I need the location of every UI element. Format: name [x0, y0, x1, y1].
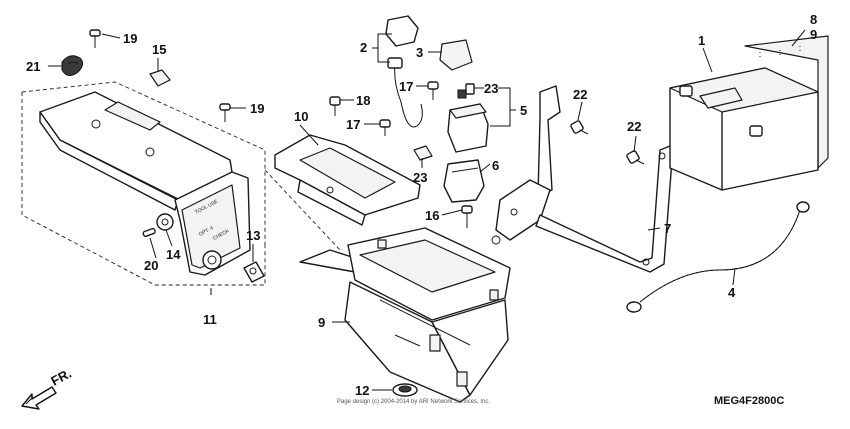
callout-6: 6: [492, 158, 499, 173]
leader-lines: [48, 29, 806, 391]
callout-10: 10: [294, 109, 308, 124]
callout-2: 2: [360, 40, 367, 55]
terminal-covers: [385, 15, 473, 128]
callout-5: 5: [520, 103, 527, 118]
battery-box: [299, 227, 511, 403]
tool-tray: [274, 134, 421, 226]
callout-18: 18: [356, 93, 370, 108]
arrow-icon: [21, 386, 57, 410]
bolt-18: [329, 96, 341, 116]
callout-23-top: 23: [484, 81, 498, 96]
bolt-22-mid: [626, 150, 645, 165]
callout-9-pad: 9: [810, 27, 817, 42]
screw-19-mid: [219, 103, 231, 122]
clip-15: [149, 69, 171, 87]
grommet-12: [392, 383, 418, 397]
cover-group-frame: [21, 81, 341, 286]
callout-23-bottom: 23: [413, 170, 427, 185]
knob-13: [243, 261, 265, 283]
callout-21: 21: [26, 59, 40, 74]
callout-15: 15: [152, 42, 166, 57]
grommet-21: [61, 55, 84, 76]
front-direction-arrow: FR.: [21, 366, 74, 410]
collar-14: [156, 213, 174, 231]
callout-19-mid: 19: [250, 101, 264, 116]
callout-16: 16: [425, 208, 439, 223]
callout-12: 12: [355, 383, 369, 398]
callout-17-right: 17: [399, 79, 413, 94]
callout-9-box: 9: [318, 315, 325, 330]
side-cover: TOOL USE OPT. 4 CHECK: [39, 91, 251, 276]
callout-20: 20: [144, 258, 158, 273]
callouts: 1 2 3 4 5 6 7 8 9 9 10 11 12 13 14 15 16…: [26, 12, 817, 398]
callout-7: 7: [664, 221, 671, 236]
callout-13: 13: [246, 228, 260, 243]
battery: [669, 67, 819, 191]
bolt-16: [461, 205, 473, 228]
bolt-22-top: [570, 120, 589, 135]
callout-1: 1: [698, 33, 705, 48]
starter-relay: [447, 89, 489, 153]
copyright-footer: Page design (c) 2004-2014 by ARI Network…: [337, 399, 490, 405]
battery-cable: [626, 201, 810, 313]
callout-14: 14: [166, 247, 181, 262]
battery-stay: [491, 85, 673, 273]
diagram-code: MEG4F2800C: [714, 395, 784, 407]
direction-label: FR.: [48, 366, 74, 389]
fuse-23-bottom: [413, 145, 433, 161]
callout-22-mid: 22: [627, 119, 641, 134]
relay-rubber-6: [443, 159, 485, 203]
callout-4: 4: [728, 285, 736, 300]
arrow-hatch: [25, 396, 34, 405]
bolt-17-left: [379, 119, 391, 136]
callout-19-top: 19: [123, 31, 137, 46]
fuse-23-top: [465, 83, 475, 95]
callout-22-top: 22: [573, 87, 587, 102]
callout-3: 3: [416, 45, 423, 60]
callout-17-left: 17: [346, 117, 360, 132]
bolt-17-right: [427, 81, 439, 100]
battery-pad: [744, 35, 829, 169]
callout-11: 11: [203, 312, 217, 327]
pin-20: [142, 227, 156, 238]
callout-8: 8: [810, 12, 817, 27]
screw-19-top: [89, 29, 101, 48]
